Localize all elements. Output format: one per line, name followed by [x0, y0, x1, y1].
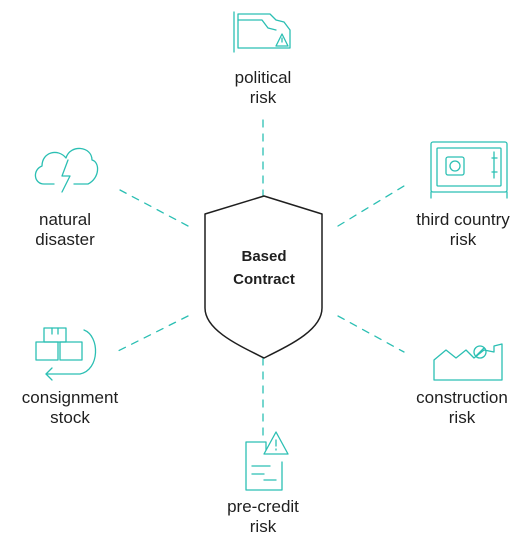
- pre-credit-line2: risk: [249, 517, 277, 536]
- connector-lines: [115, 119, 405, 437]
- center-label-line1: Based: [241, 248, 287, 265]
- consignment-line2: stock: [50, 408, 90, 427]
- connector-natural: [119, 189, 189, 227]
- natural-line2: disaster: [35, 230, 95, 249]
- node-political-label: political risk: [203, 68, 323, 108]
- center-shield: [204, 195, 323, 359]
- third-country-line2: risk: [449, 230, 477, 249]
- consignment-line1: consignment: [21, 388, 119, 407]
- political-line1: political: [234, 68, 292, 87]
- construction-line2: risk: [448, 408, 476, 427]
- cloud-lightning-icon: [34, 147, 99, 193]
- safe-icon: [430, 141, 508, 199]
- construction-line1: construction: [416, 388, 508, 407]
- factory-icon: [433, 343, 503, 381]
- center-label-line2: Contract: [233, 271, 295, 288]
- pre-credit-line1: pre-credit: [227, 497, 299, 516]
- node-consignment-label: consignment stock: [0, 388, 140, 428]
- natural-line1: natural: [39, 210, 91, 229]
- document-warning-icon: [245, 431, 289, 491]
- node-natural-label: natural disaster: [10, 210, 120, 250]
- political-line2: risk: [249, 88, 277, 107]
- third-country-line1: third country: [416, 210, 510, 229]
- connector-construction: [337, 315, 405, 353]
- connector-consignment: [115, 315, 189, 353]
- connector-third-country: [337, 185, 405, 227]
- node-construction-label: construction risk: [398, 388, 526, 428]
- node-third-country-label: third country risk: [400, 210, 526, 250]
- flag-warning-icon: [233, 11, 291, 53]
- boxes-return-icon: [35, 327, 97, 381]
- node-pre-credit-label: pre-credit risk: [203, 497, 323, 537]
- center-label: Based Contract: [214, 245, 314, 291]
